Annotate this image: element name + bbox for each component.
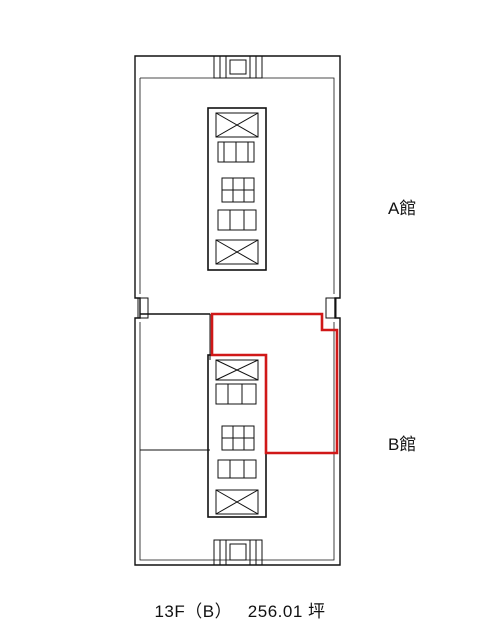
side-columns bbox=[137, 297, 337, 319]
floor-label: 13F（B） bbox=[154, 602, 233, 621]
area-label: 256.01 坪 bbox=[247, 602, 326, 621]
top-stair-core bbox=[213, 55, 263, 79]
bottom-stair-core bbox=[213, 539, 263, 566]
leased-area-outline bbox=[210, 312, 339, 455]
floor-caption: 13F（B） 256.01 坪 bbox=[0, 597, 480, 622]
wing-b-label: B館 bbox=[388, 435, 417, 454]
outer-walls bbox=[134, 55, 341, 566]
wing-a-label: A館 bbox=[388, 199, 417, 218]
core-b bbox=[207, 354, 267, 518]
core-a bbox=[207, 107, 267, 271]
